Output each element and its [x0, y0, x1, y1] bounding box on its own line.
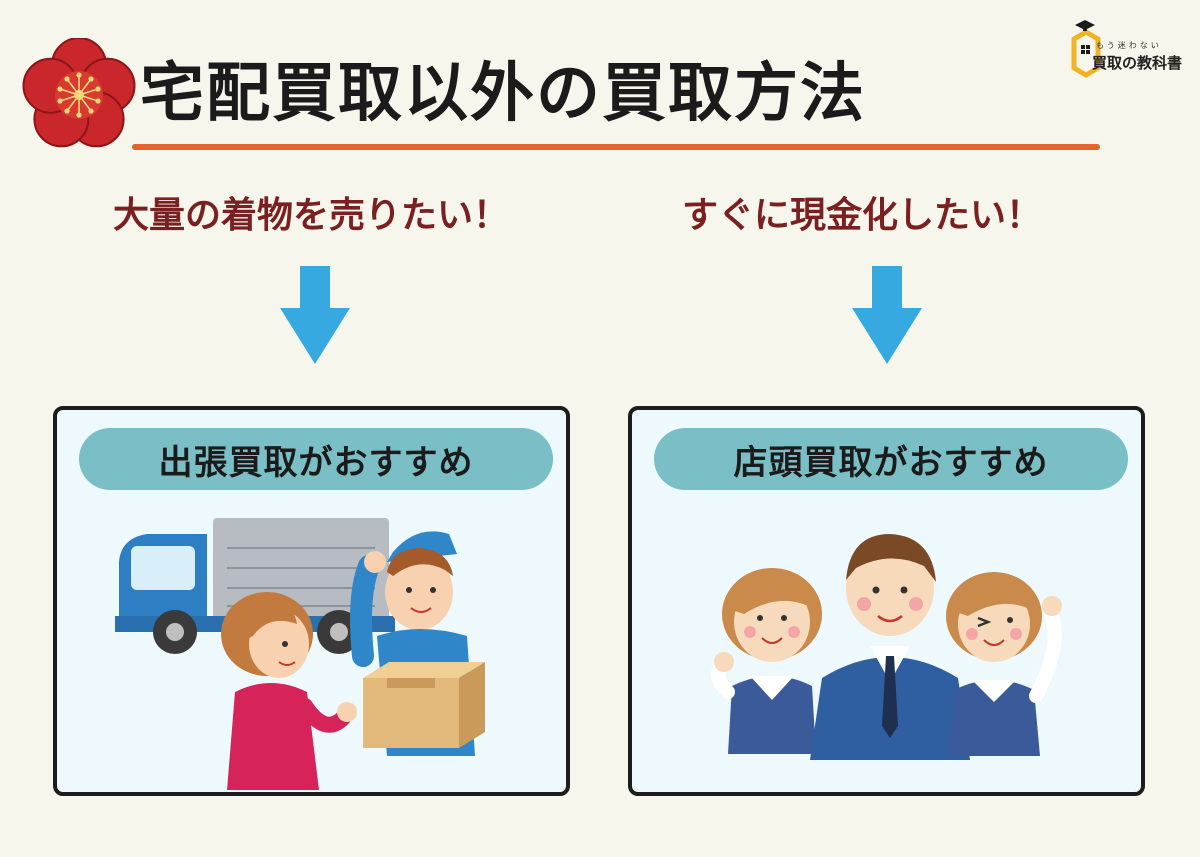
prompt-bulk-kimono: 大量の着物を売りたい！	[113, 195, 510, 236]
prompt-quick-cash: すぐに現金化したい！	[682, 195, 1043, 236]
arrow-down-icon	[852, 266, 922, 364]
page-title: 宅配買取以外の買取方法	[140, 57, 866, 131]
plum-flower-icon	[22, 38, 136, 148]
card-in-store: 店頭買取がおすすめ	[628, 406, 1145, 796]
logo-name: 買取の教科書	[1092, 54, 1183, 72]
title-underline	[132, 144, 1100, 150]
staff-illustration	[711, 534, 1062, 760]
logo-icon	[1071, 20, 1101, 78]
delivery-illustration	[115, 518, 485, 790]
recommendation-home-visit: 出張買取がおすすめ	[79, 428, 553, 490]
recommendation-in-store: 店頭買取がおすすめ	[654, 428, 1128, 490]
logo-tagline: もう迷わない	[1096, 41, 1162, 50]
arrow-down-icon	[280, 266, 350, 364]
card-home-visit: 出張買取がおすすめ	[53, 406, 570, 796]
